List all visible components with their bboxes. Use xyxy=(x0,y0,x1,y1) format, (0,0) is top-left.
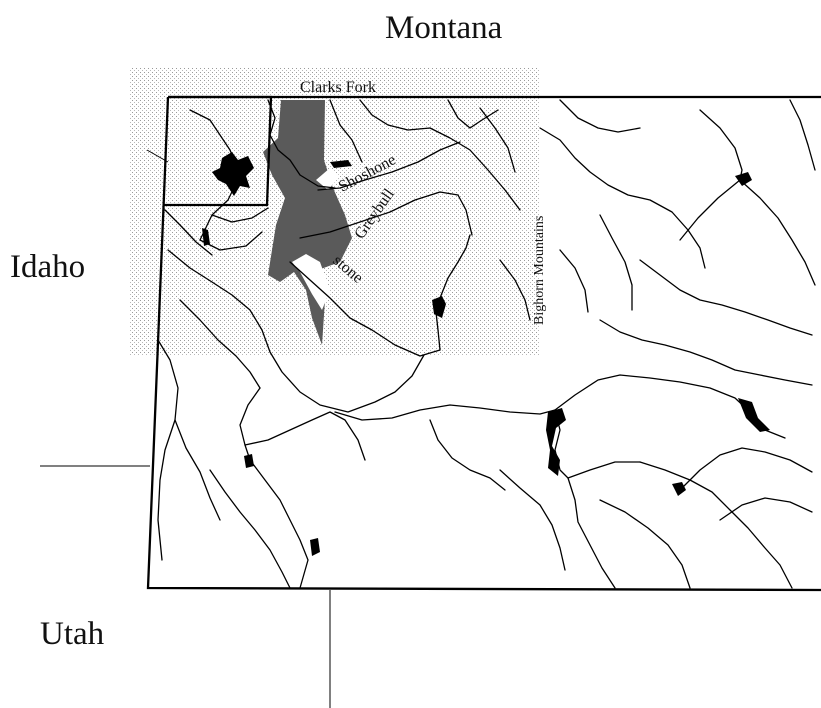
lakes xyxy=(202,152,770,556)
river-ne-a xyxy=(699,109,743,181)
river-north-platte xyxy=(554,409,641,479)
river-tributary-c xyxy=(167,249,263,331)
river-west-upper-2 xyxy=(211,207,269,223)
river-west-upper xyxy=(164,209,213,256)
river-green-trib-b xyxy=(209,469,291,589)
river-network xyxy=(157,99,816,589)
river-powder xyxy=(539,127,706,269)
river-se-trib-b xyxy=(719,497,813,521)
dark-region-cutout-2 xyxy=(316,168,340,190)
river-green xyxy=(239,387,309,589)
river-mid-b xyxy=(599,214,633,311)
river-tributary-e xyxy=(261,329,425,413)
lake-keyhole xyxy=(735,172,752,186)
river-shoshone-branch-2 xyxy=(447,99,499,129)
river-clarks-fork xyxy=(267,99,336,189)
river-tributary-d xyxy=(179,299,261,389)
river-tongue xyxy=(559,99,641,133)
lake-yellowstone xyxy=(212,152,254,196)
river-cheyenne xyxy=(599,319,813,386)
river-tributary-b xyxy=(199,231,263,251)
lake-buffalo-bill xyxy=(330,160,352,168)
yellowstone-park-border xyxy=(164,95,273,207)
river-west-trib xyxy=(157,339,179,561)
lake-seminoe xyxy=(672,482,686,496)
river-belle-fourche xyxy=(639,259,813,336)
river-bighorn xyxy=(435,234,471,351)
dark-region-cutout xyxy=(292,254,330,310)
label-clarks-fork: Clarks Fork xyxy=(300,79,376,96)
river-clarks-fork-trib xyxy=(329,99,363,163)
river-shoshone xyxy=(317,141,461,191)
lake-boysen xyxy=(432,296,446,318)
river-mid-a xyxy=(559,249,589,313)
label-montana: Montana xyxy=(385,10,503,46)
river-stone xyxy=(289,261,441,357)
river-mid-c xyxy=(499,259,531,321)
river-upper-n-2 xyxy=(479,107,516,173)
lake-jackson xyxy=(202,228,210,246)
river-green-trib-c xyxy=(174,419,221,521)
river-north-platte-south xyxy=(567,477,616,589)
label-idaho: Idaho xyxy=(10,249,85,285)
river-se-trib-c xyxy=(499,469,566,571)
river-greybull xyxy=(299,191,473,239)
wyoming-border xyxy=(146,95,821,592)
river-laramie xyxy=(639,461,793,589)
river-sweetwater xyxy=(334,404,556,421)
river-green-trib-a xyxy=(244,411,366,461)
lake-pathfinder xyxy=(546,408,566,476)
dark-shaded-region xyxy=(263,100,352,345)
label-bighorn-mountains: Bighorn Mountains xyxy=(532,216,547,325)
river-se-trib-d xyxy=(429,419,506,491)
river-ne-d xyxy=(789,99,816,171)
river-shoshone-branch xyxy=(429,127,521,211)
river-ne-c xyxy=(679,179,741,241)
lake-flaming-gorge xyxy=(310,538,320,556)
lake-glendo xyxy=(738,398,770,432)
river-ne-b xyxy=(739,179,816,286)
river-se-trib-a xyxy=(679,447,813,491)
river-upper-n xyxy=(359,99,431,131)
label-utah: Utah xyxy=(40,616,105,652)
lake-fontenelle xyxy=(244,454,254,468)
idaho-montana-border-line xyxy=(146,149,169,163)
river-south-trib xyxy=(599,499,691,589)
